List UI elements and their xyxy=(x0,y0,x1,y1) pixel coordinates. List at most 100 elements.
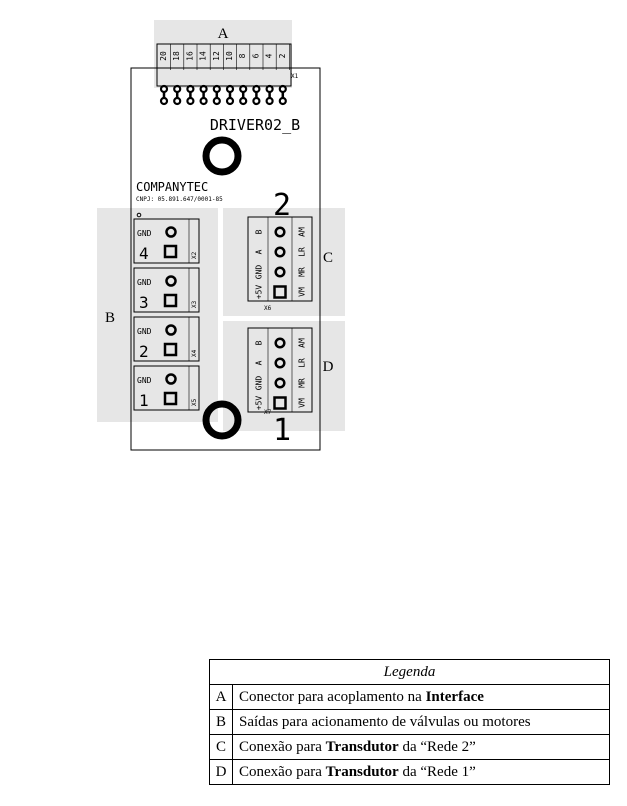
mounting-hole-top xyxy=(202,136,242,176)
output-gnd-label: GND xyxy=(137,376,152,385)
company-name: COMPANYTEC xyxy=(136,180,208,194)
x1-pin-label: 10 xyxy=(225,51,234,61)
transducer-pad-round xyxy=(274,226,286,238)
output-connector-box xyxy=(133,316,200,362)
transducer-ref: X6 xyxy=(264,305,272,312)
legend-description: Conector para acoplamento na Interface xyxy=(232,684,610,710)
legend-title: Legenda xyxy=(209,659,610,685)
x1-pin-label: 12 xyxy=(212,51,221,61)
legend-text: Conexão para xyxy=(239,763,326,780)
transducer-pin-label-right: VM xyxy=(298,287,307,297)
transducer-pin-label-left: B xyxy=(255,340,264,345)
transducer-pad-round xyxy=(274,246,286,258)
board-outline xyxy=(130,67,321,451)
output-connector-box xyxy=(133,267,200,313)
output-pad-round xyxy=(165,324,177,336)
transducer-pin-label-right: MR xyxy=(298,267,307,277)
x1-pad-bottom xyxy=(225,96,235,106)
transducer-pin-label-right: AM xyxy=(298,338,307,348)
transducer-pad-round xyxy=(274,357,286,369)
transducer-connector-box xyxy=(247,327,313,413)
transducer-connector-box xyxy=(247,216,313,302)
legend-text: Saídas para acionamento de válvulas ou m… xyxy=(239,713,531,730)
transducer-pin-label-left: +5V xyxy=(255,396,264,411)
mounting-hole-bottom xyxy=(202,400,242,440)
x1-pad-bottom xyxy=(212,96,221,106)
transducer-pad-square xyxy=(273,285,287,299)
x1-pin-label: 14 xyxy=(199,51,208,61)
x1-pad-top xyxy=(173,84,182,94)
output-ref: X2 xyxy=(191,251,198,259)
x1-pad-top xyxy=(159,84,169,94)
x1-pad-top xyxy=(278,84,287,94)
x1-pin-label: 8 xyxy=(238,53,247,58)
transducer-pad-square xyxy=(273,396,287,410)
legend-key: A xyxy=(209,684,233,710)
transducer-pin-label-right: MR xyxy=(298,378,307,388)
transducer-pin-label-right: AM xyxy=(298,227,307,237)
output-pad-square xyxy=(163,342,178,357)
output-number: 1 xyxy=(139,391,149,410)
x1-pad-bottom xyxy=(199,96,208,106)
output-gnd-label: GND xyxy=(137,327,152,336)
x1-pad-bottom xyxy=(173,96,182,106)
output-number: 4 xyxy=(139,244,149,263)
output-gnd-label: GND xyxy=(137,278,152,287)
legend-key: D xyxy=(209,759,233,785)
output-connector-box xyxy=(133,218,200,264)
x1-pin-label: 16 xyxy=(185,51,194,61)
transducer-pin-label-right: LR xyxy=(298,247,307,257)
transducer-connector-number: 2 xyxy=(273,188,291,223)
x1-pad-top xyxy=(199,84,208,94)
legend-row: B Saídas para acionamento de válvulas ou … xyxy=(209,709,610,735)
transducer-pad-round xyxy=(274,266,286,278)
transducer-pin-label-left: A xyxy=(255,360,264,365)
x1-pad-bottom xyxy=(265,96,274,106)
x1-pad-top xyxy=(252,84,261,94)
output-pad-round xyxy=(165,275,177,287)
output-connector-box xyxy=(133,365,200,411)
transducer-pin-label-left: GND xyxy=(255,265,264,280)
transducer-pin-label-left: B xyxy=(255,229,264,234)
legend-description: Saídas para acionamento de válvulas ou m… xyxy=(232,709,610,735)
connector-x1-ref: X1 xyxy=(291,73,299,80)
x1-pad-bottom xyxy=(159,96,169,106)
x1-pad-bottom xyxy=(186,96,195,106)
region-label-b: B xyxy=(105,310,115,326)
x1-pin-label: 2 xyxy=(278,53,287,58)
legend-emphasis: Interface xyxy=(425,688,484,705)
output-ref: X3 xyxy=(191,300,198,308)
transducer-pin-label-left: +5V xyxy=(255,285,264,300)
x1-pad-top xyxy=(225,84,235,94)
transducer-pin-label-right: LR xyxy=(298,358,307,368)
legend-text: Conector para acoplamento na xyxy=(239,688,426,705)
x1-pad-bottom xyxy=(239,96,248,106)
x1-pin-label: 20 xyxy=(159,51,168,61)
transducer-ref: X7 xyxy=(264,409,272,416)
connector-x1 xyxy=(156,43,292,87)
legend-description: Conexão para Transdutor da “Rede 1” xyxy=(232,759,610,785)
region-a-highlight xyxy=(154,20,292,88)
output-pad-square xyxy=(163,293,178,308)
legend-description: Conexão para Transdutor da “Rede 2” xyxy=(232,734,610,760)
x1-pin-label: 4 xyxy=(265,53,274,58)
output-number: 3 xyxy=(139,293,149,312)
company-cnpj: CNPJ: 05.891.647/0001-85 xyxy=(136,196,223,203)
output-pad-round xyxy=(165,226,177,238)
transducer-pad-round xyxy=(274,377,286,389)
transducer-pad-round xyxy=(274,337,286,349)
x1-pin-label: 6 xyxy=(251,53,260,58)
legend-key: C xyxy=(209,734,233,760)
region-label-a: A xyxy=(218,26,229,42)
transducer-connector-number: 1 xyxy=(273,413,291,448)
legend-key: B xyxy=(209,709,233,735)
legend-emphasis: Transdutor xyxy=(325,763,399,780)
